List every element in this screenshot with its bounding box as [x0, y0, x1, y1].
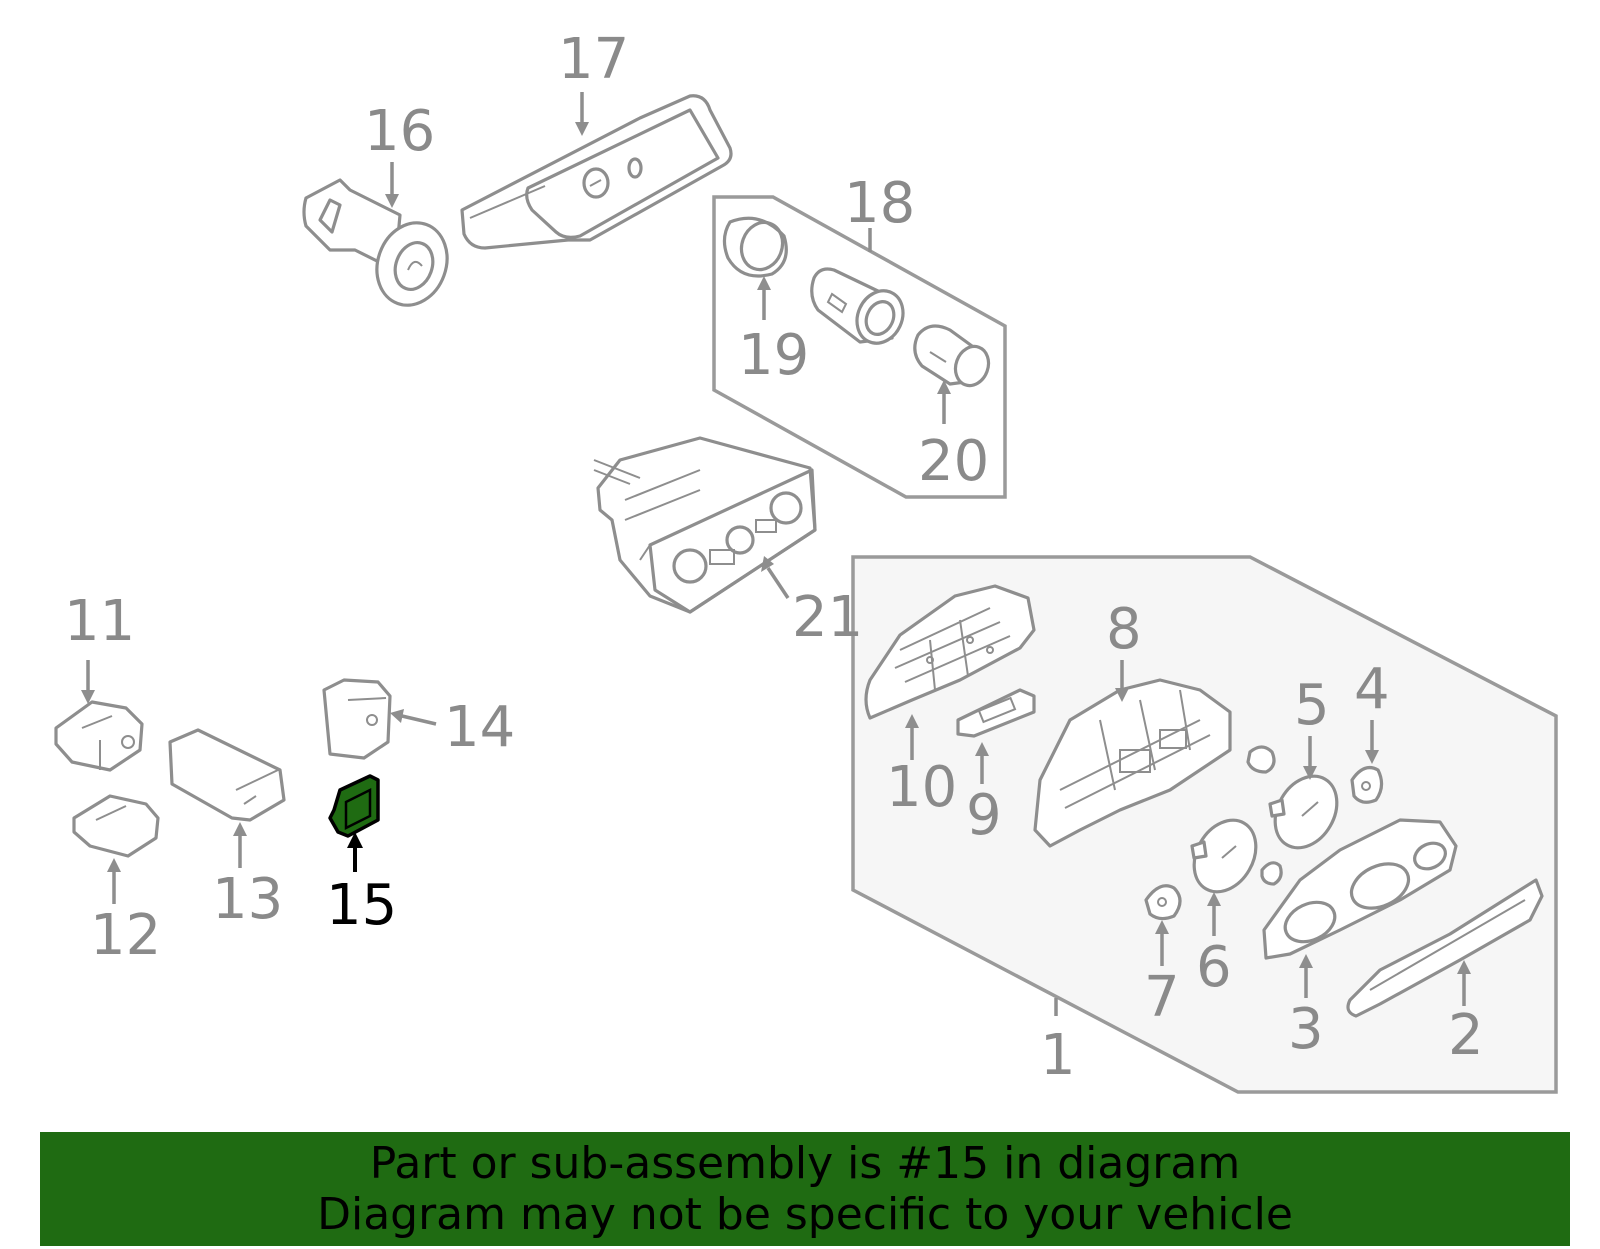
- part-15-highlighted[interactable]: [328, 774, 380, 838]
- callout-1: 1: [1040, 1023, 1076, 1088]
- part-20-plug[interactable]: [913, 324, 994, 390]
- callout-9: 9: [966, 783, 1002, 848]
- callout-16: 16: [364, 99, 435, 164]
- callout-14: 14: [444, 695, 515, 760]
- part-6-gauge[interactable]: [1182, 809, 1268, 903]
- panel-group-18: [712, 195, 1007, 499]
- part-14-switch[interactable]: [322, 678, 392, 760]
- callout-19: 19: [738, 323, 809, 388]
- callout-15: 15: [326, 873, 397, 938]
- part-12-switch[interactable]: [72, 794, 160, 858]
- part-7-bulb[interactable]: [1144, 884, 1182, 921]
- callout-8: 8: [1106, 597, 1142, 662]
- callout-5: 5: [1294, 673, 1330, 738]
- part-11-switch[interactable]: [54, 700, 144, 772]
- callout-12: 12: [90, 903, 161, 968]
- callout-21: 21: [792, 585, 863, 650]
- part-2-trim-strip[interactable]: [1346, 878, 1544, 1018]
- part-13-switch[interactable]: [168, 728, 286, 822]
- callout-18: 18: [844, 171, 915, 236]
- part-21-climate-control[interactable]: [593, 436, 817, 614]
- callout-17: 17: [558, 27, 629, 92]
- callout-6: 6: [1196, 935, 1232, 1000]
- callout-13: 13: [212, 867, 283, 932]
- callout-7: 7: [1144, 965, 1180, 1030]
- callout-labels: 17 16 18 19 20 21 11 8 5 4 14 10 9 13 15…: [64, 27, 1484, 1088]
- part-16-lighter-socket[interactable]: [302, 178, 458, 315]
- callout-2: 2: [1448, 1003, 1484, 1068]
- panel-group-1: [851, 555, 1558, 1094]
- callout-20: 20: [918, 429, 989, 494]
- banner-line-1: Part or sub-assembly is #15 in diagram: [369, 1138, 1241, 1189]
- part-9-connector[interactable]: [956, 688, 1036, 738]
- part-3-lens-frame[interactable]: [1262, 818, 1458, 960]
- part-4-bulb[interactable]: [1260, 766, 1384, 886]
- info-banner: Part or sub-assembly is #15 in diagram D…: [40, 1132, 1570, 1246]
- part-10-circuit-board[interactable]: [864, 584, 1036, 720]
- part-8-cluster-housing[interactable]: [1033, 678, 1232, 848]
- part-5-gauge[interactable]: [1246, 745, 1349, 859]
- callout-3: 3: [1288, 997, 1324, 1062]
- part-17-trim-panel[interactable]: [460, 94, 733, 250]
- part-18-lighter-element[interactable]: [810, 267, 912, 351]
- leader-arrows: [81, 92, 1471, 1016]
- banner-line-2: Diagram may not be specific to your vehi…: [317, 1189, 1293, 1240]
- callout-4: 4: [1354, 657, 1390, 722]
- callout-11: 11: [64, 589, 135, 654]
- callout-10: 10: [886, 755, 957, 820]
- part-19-cap[interactable]: [722, 216, 789, 278]
